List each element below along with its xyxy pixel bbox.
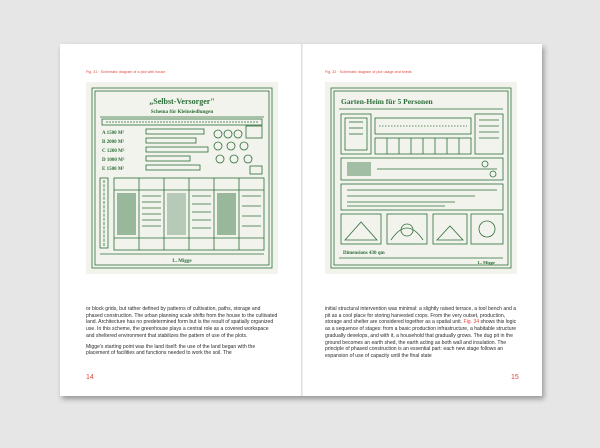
left-figure-row-a: A 1500 M² <box>102 130 125 136</box>
right-figure-caption: Fig. 32 · Schematic diagram of plot usag… <box>325 70 412 74</box>
right-figure-vignettes <box>340 213 504 245</box>
right-paragraph-start: initial structural intervention was mini… <box>325 306 517 326</box>
left-figure-row-b: B 2000 M² <box>102 139 125 145</box>
right-paragraph: initial structural intervention was mini… <box>325 306 517 360</box>
left-paragraph-1: or block grids, but rather defined by pa… <box>86 306 278 339</box>
right-paragraph-end: shows this logic as a sequence of stages… <box>325 319 517 359</box>
left-figure-row-c: C 1200 M² <box>102 148 125 154</box>
left-figure-caption: Fig. 31 · Schematic diagram of a plot wi… <box>86 70 166 74</box>
left-figure-footer: L. Migge <box>172 259 192 264</box>
book-gutter <box>301 44 303 396</box>
right-figure-text-block <box>340 183 504 211</box>
right-figure-garden-home-drawing: Garten-Heim für 5 Personen <box>325 82 517 274</box>
left-figure-row-e: E 1500 M² <box>102 166 125 172</box>
right-page: Fig. 32 · Schematic diagram of plot usag… <box>303 44 544 396</box>
right-figure-svg: Garten-Heim für 5 Personen <box>330 87 512 269</box>
right-page-number: 15 <box>511 374 519 381</box>
right-figure-title: Garten-Heim für 5 Personen <box>341 97 434 106</box>
right-figure-site-plan <box>340 113 504 181</box>
left-page-number: 14 <box>86 374 94 381</box>
left-figure-plot-grid <box>113 177 265 251</box>
right-figure-bottom-text: Dimensions 430 qm <box>343 251 386 256</box>
right-body-text: initial structural intervention was mini… <box>325 306 517 364</box>
right-figure-footer: L. Migge <box>478 260 495 265</box>
left-body-text: or block grids, but rather defined by pa… <box>86 306 278 361</box>
book-spread: Fig. 31 · Schematic diagram of a plot wi… <box>60 44 542 396</box>
left-figure-self-sufficient-plot-drawing: „Selbst-Versorger" Schema für Kleinsiedl… <box>86 82 278 274</box>
left-figure-row-d: D 1000 M² <box>102 157 125 163</box>
left-paragraph-2: Migge's starting point was the land itse… <box>86 343 256 357</box>
left-figure-svg: „Selbst-Versorger" Schema für Kleinsiedl… <box>91 87 273 269</box>
left-page: Fig. 31 · Schematic diagram of a plot wi… <box>60 44 301 396</box>
left-figure-row-strips <box>145 125 263 175</box>
left-figure-title: „Selbst-Versorger" <box>149 97 214 106</box>
left-figure-subtitle: Schema für Kleinsiedlungen <box>151 109 214 115</box>
figure-reference-link[interactable]: Fig. 34 <box>463 319 480 326</box>
